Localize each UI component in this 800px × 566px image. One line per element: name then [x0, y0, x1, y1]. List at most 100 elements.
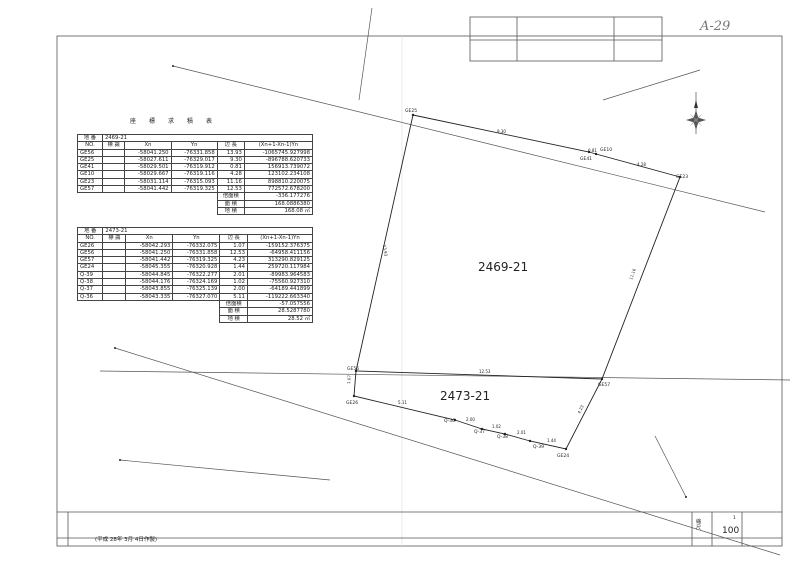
point-ge57: [600, 377, 604, 381]
table-cell: [101, 155, 126, 165]
point-ge26: [352, 394, 356, 398]
table-cell: -58041.442: [125, 256, 174, 265]
edge-q38-q39: 2.01: [517, 430, 526, 435]
parcel-label-2469-21: 2469-21: [478, 260, 528, 274]
lot-number: 2469-21: [101, 133, 314, 143]
total-row: 倍面積-57.057556: [78, 299, 313, 309]
lot-label: 地 番: [77, 133, 103, 143]
table-cell: -58041.250: [125, 248, 174, 258]
scale-label: 縮尺: [696, 519, 702, 531]
table-cell: 898810.220075: [243, 177, 314, 187]
table-cell: -64189.441899: [247, 285, 313, 294]
table-cell: Q-38: [76, 278, 104, 287]
table-cell: 11.16: [216, 177, 245, 187]
table-cell: -76319.912: [170, 163, 218, 172]
table-cell: GE56: [76, 248, 104, 258]
table-cell: [101, 170, 126, 179]
table-cell: 4.23: [219, 256, 249, 265]
total-label: 面 積: [219, 307, 249, 316]
total-value: 28.5287780: [247, 307, 313, 316]
sheet-border: [56, 35, 783, 547]
table-cell: -76315.093: [170, 177, 218, 187]
label-ge23: GE23: [676, 174, 688, 180]
table-cell: -58041.250: [124, 148, 172, 157]
table-cell: GE57: [76, 256, 104, 265]
table-cell: 772572.678200: [243, 185, 314, 194]
spacer-cell: [78, 200, 218, 207]
column-header: 辺 長: [219, 234, 249, 243]
spacer-cell: [78, 315, 220, 322]
table-cell: [101, 148, 126, 157]
label-ge10: GE10: [600, 147, 612, 153]
table-cell: -58031.114: [124, 177, 172, 187]
point-ge23: [678, 175, 682, 179]
edge-ge23-ge57: 11.16: [628, 267, 637, 280]
table-cell: [102, 278, 127, 287]
table-cell: 4.28: [216, 170, 245, 179]
table-cell: -1065745.927998: [243, 148, 314, 157]
table-cell: -58043.855: [125, 285, 174, 294]
table-cell: -89983.964583: [247, 270, 313, 280]
total-value: 28.52 ㎡: [247, 314, 313, 323]
table-cell: GE23: [77, 177, 103, 187]
table-cell: -58044.845: [125, 270, 174, 280]
title-block: [469, 16, 663, 62]
label-q38: Q-38: [497, 434, 508, 440]
edge-ge26-q36: 5.11: [398, 400, 407, 405]
table-cell: GE10: [77, 170, 103, 179]
table-cell: 9.30: [216, 155, 245, 165]
table-cell: -76319.325: [172, 256, 221, 265]
column-header: NO.: [76, 234, 104, 243]
table-cell: -58041.442: [124, 185, 172, 194]
table-cell: -76325.139: [172, 285, 221, 294]
footer-date: (平成 28年 3月 4日作製): [95, 537, 158, 543]
point-ge24: [564, 447, 568, 451]
total-label: 地 積: [219, 314, 249, 323]
edge-ge26-ge56: 1.07: [346, 374, 352, 384]
column-header: (Xn+1-Xn-1)Yn: [243, 141, 314, 150]
table-cell: -76329.017: [170, 155, 218, 165]
table-cell: 0.81: [216, 163, 245, 172]
table-cell: -76331.858: [170, 148, 218, 157]
edge-ge56-ge57: 12.53: [479, 369, 491, 374]
edge-ge25-ge56: 13.93: [382, 244, 389, 256]
total-value: -336.177276: [243, 192, 314, 201]
label-q37: Q-37: [474, 429, 485, 435]
table-cell: -76320.928: [172, 263, 221, 272]
table-cell: 1.07: [219, 241, 249, 250]
table-cell: [102, 270, 127, 280]
column-header: Yn: [172, 234, 221, 243]
total-value: 168.0886380: [243, 199, 314, 208]
spacer-cell: [78, 300, 220, 307]
edge-q39-ge24: 1.44: [547, 438, 556, 443]
edge-q36-q37: 2.00: [466, 417, 475, 422]
edge-q37-q38: 1.02: [492, 424, 501, 429]
survey-points: [114, 65, 687, 498]
column-header: Xn: [125, 234, 174, 243]
column-header: 標 識: [102, 234, 127, 243]
table-cell: 1.44: [219, 263, 249, 272]
table-cell: GE41: [77, 163, 103, 172]
edge-ge41-ge10: 0.81: [588, 148, 597, 153]
scale-value: 100: [722, 526, 740, 536]
label-ge26: GE26: [346, 400, 358, 406]
table-cell: GE24: [76, 263, 104, 272]
label-q39: Q-39: [533, 444, 544, 450]
label-ge24: GE24: [557, 453, 569, 459]
table-cell: -76327.070: [172, 292, 221, 301]
